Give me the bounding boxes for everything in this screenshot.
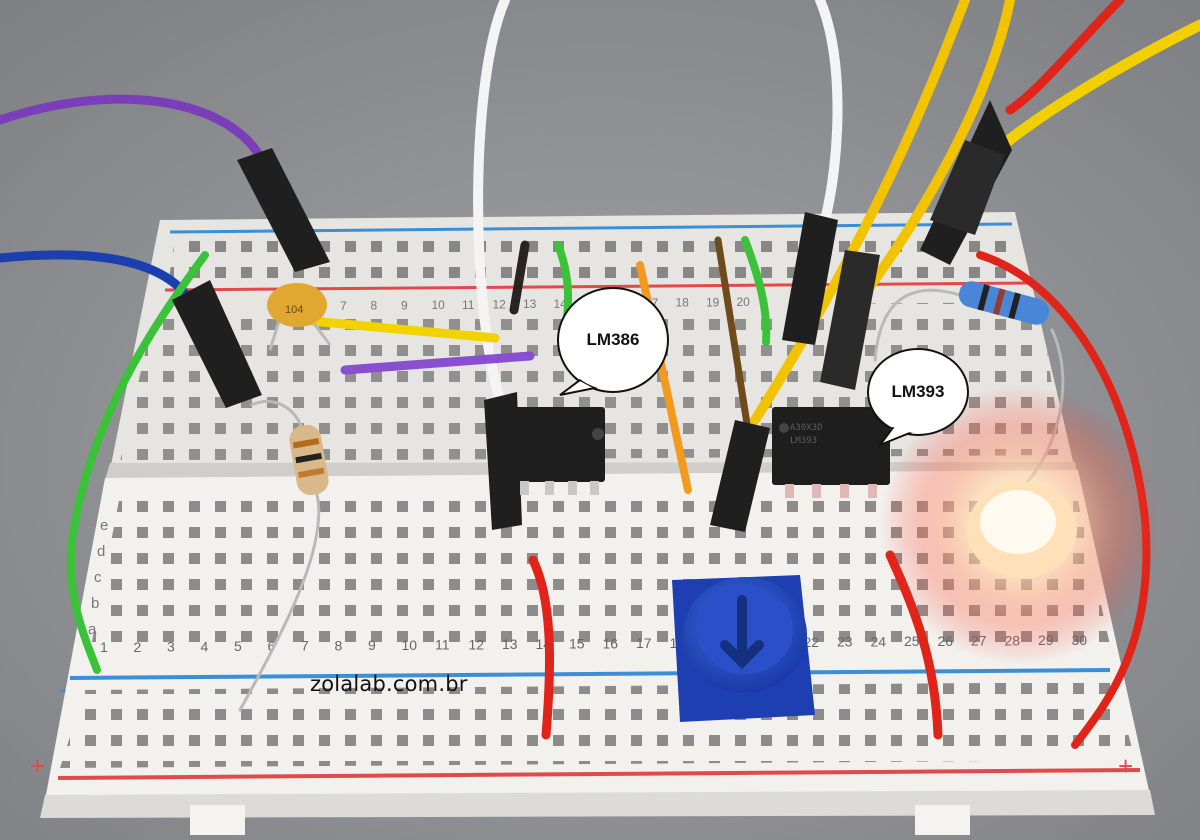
rail-plus-sign-right: + xyxy=(1118,751,1133,781)
breadboard-front-lip xyxy=(40,790,1155,818)
connector-yellow-top xyxy=(930,140,1005,235)
row-number-bottom: 8 xyxy=(335,637,343,653)
row-number-bottom: 24 xyxy=(871,633,887,649)
resistor-lead-right xyxy=(238,488,321,712)
yellow-wire-2 xyxy=(855,0,1015,305)
breadboard-foot-right xyxy=(915,805,970,835)
row-number-top: 11 xyxy=(462,298,475,312)
row-number-top: 18 xyxy=(676,296,690,310)
row-number-bottom: 23 xyxy=(837,634,853,650)
row-number-bottom: 15 xyxy=(569,636,585,652)
column-letter: c xyxy=(94,569,102,586)
connector-blue xyxy=(172,280,262,408)
row-number-top: 8 xyxy=(371,299,378,313)
row-number-top: 7 xyxy=(340,299,347,313)
connector-yellow-left xyxy=(710,420,770,532)
column-letter: a xyxy=(88,621,97,638)
row-number-top: 9 xyxy=(401,298,408,312)
callout-label-lm386: LM386 xyxy=(586,330,640,349)
watermark-text: zolalab.com.br xyxy=(310,672,468,696)
ceramic-capacitor: 104 xyxy=(267,283,332,351)
dupont-connectors xyxy=(172,100,1012,532)
white-wire-right xyxy=(815,0,843,225)
callout-lm393 xyxy=(867,348,969,448)
row-number-bottom: 13 xyxy=(502,636,518,652)
purple-jumper xyxy=(340,351,535,375)
connector-yellow-mid xyxy=(820,250,880,390)
red-led xyxy=(880,385,1160,665)
green-jumper-2 xyxy=(741,236,771,346)
brown-jumper xyxy=(714,236,752,434)
capacitor-code: 104 xyxy=(285,304,303,316)
row-number-top: 19 xyxy=(706,295,720,309)
row-number-bottom: 12 xyxy=(469,636,485,652)
rail-minus-sign: - xyxy=(58,674,67,704)
row-number-top: 20 xyxy=(737,295,751,309)
lm386-chip xyxy=(510,407,605,495)
resistor2-lead xyxy=(873,288,962,362)
row-number-bottom: 25 xyxy=(904,633,920,649)
yellow-jumper xyxy=(295,315,500,343)
blue-wire xyxy=(0,250,195,305)
red-jumper-1 xyxy=(528,555,555,740)
lm393-chip: A30X3D LM393 xyxy=(772,407,890,498)
row-number-bottom: 10 xyxy=(402,637,418,653)
row-number-bottom: 3 xyxy=(167,639,175,655)
column-letter: e xyxy=(100,517,108,534)
column-letter: d xyxy=(97,543,105,560)
row-number-bottom: 9 xyxy=(368,637,376,653)
row-number-bottom: 4 xyxy=(201,638,209,654)
connector-white-right xyxy=(782,212,838,345)
rail-plus-sign: + xyxy=(30,751,45,781)
row-number-bottom: 2 xyxy=(134,639,142,655)
row-number-bottom: 17 xyxy=(636,635,652,651)
column-letter: b xyxy=(91,595,99,612)
purple-wire xyxy=(0,94,267,165)
row-number-bottom: 6 xyxy=(268,638,276,654)
row-number-bottom: 5 xyxy=(234,638,242,654)
row-number-bottom: 7 xyxy=(301,638,309,654)
white-wire-left xyxy=(473,0,510,405)
row-number-top: 10 xyxy=(432,298,446,312)
row-number-top: 14 xyxy=(554,297,568,311)
connector-purple xyxy=(237,148,330,272)
resistor-right xyxy=(958,281,1050,325)
row-number-bottom: 11 xyxy=(435,637,450,653)
resistor-left xyxy=(289,424,329,496)
breadboard-foot-left xyxy=(190,805,245,835)
row-number-top: 13 xyxy=(523,297,537,311)
row-number-bottom: 1 xyxy=(100,639,108,655)
breadboard xyxy=(40,212,1155,835)
front-red-rail-line xyxy=(57,768,1141,780)
potentiometer xyxy=(672,575,815,722)
green-wire-left xyxy=(66,251,209,674)
callout-lm386 xyxy=(557,287,669,396)
front-blue-rail-line xyxy=(69,668,1111,680)
red-wire-top xyxy=(1005,0,1125,115)
row-number-top: 12 xyxy=(493,298,507,312)
dark-jumper xyxy=(509,240,530,315)
callout-label-lm393: LM393 xyxy=(891,382,945,401)
lm393-marking-top: A30X3D xyxy=(790,423,823,433)
lm393-marking-bottom: LM393 xyxy=(790,436,817,446)
row-number-bottom: 16 xyxy=(603,635,619,651)
